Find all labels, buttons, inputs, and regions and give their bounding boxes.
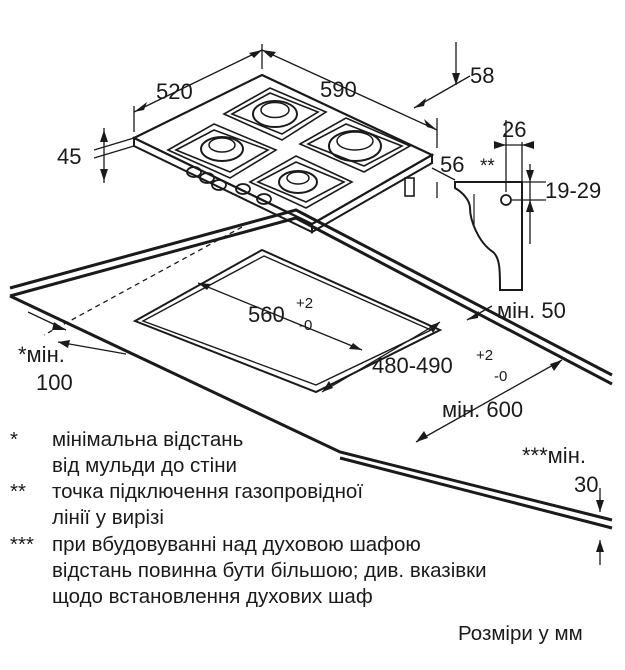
burner-front-right <box>278 170 318 194</box>
dim-45: 45 <box>57 144 81 169</box>
dim-480-490-tol-minus: -0 <box>494 368 507 385</box>
note-1-line-1: мінімальна відстань <box>52 428 243 451</box>
gas-hob <box>131 73 435 234</box>
note-3-line-1: при вбудовуванні над духовою шафою <box>52 533 421 556</box>
dim-left-min-label: *мін. <box>18 342 65 367</box>
cutout-opening <box>132 248 443 394</box>
pan-supports <box>166 87 412 209</box>
dim-min-50: мін. 50 <box>497 298 566 323</box>
dim-19-29: 19-29 <box>545 178 601 203</box>
note-1-mark: * <box>10 428 18 451</box>
dim-560: 560 <box>248 302 285 327</box>
note-2-mark: ** <box>10 480 26 503</box>
note-3-mark: *** <box>10 533 34 556</box>
dim-right-min-value: 30 <box>574 472 598 497</box>
note-2-line-1: точка підключення газопровідної <box>52 480 363 503</box>
burner-back-right <box>328 130 382 162</box>
control-knobs <box>186 166 272 205</box>
units-note: Розміри у мм <box>458 622 583 645</box>
note-3-line-2: відстань повинна бути більшою; див. вказ… <box>52 559 487 582</box>
dim-480-490: 480-490 <box>372 353 453 378</box>
note-1-line-2: від мульди до стіни <box>52 454 237 477</box>
connector-point-icon <box>500 194 512 206</box>
dim-520: 520 <box>156 79 193 104</box>
dim-26: 26 <box>502 117 526 142</box>
dim-right-min-label: ***мін. <box>522 443 586 468</box>
dim-560-tol-plus: +2 <box>296 295 313 312</box>
burner-front-left <box>200 136 244 162</box>
connector-detail <box>454 120 546 291</box>
dim-left-min-value: 100 <box>36 370 73 395</box>
dim-min-600: мін. 600 <box>442 397 523 422</box>
note-3-line-3: щодо встановлення духових шаф <box>52 585 373 608</box>
footnotes: * мінімальна відстань від мульди до стін… <box>10 428 583 645</box>
cutout-dimension-lines <box>27 226 601 565</box>
burner-back-left <box>252 100 298 128</box>
dim-480-490-tol-plus: +2 <box>476 347 493 364</box>
dim-56: 56 <box>440 152 464 177</box>
dim-58: 58 <box>470 63 494 88</box>
dim-590: 590 <box>320 77 357 102</box>
countertop <box>9 208 613 530</box>
connector-mark: ** <box>480 156 495 177</box>
gas-connector <box>404 177 415 197</box>
dimension-labels: 520 590 58 45 56 26 ** 19-29 560 +2 -0 4… <box>18 63 601 497</box>
note-2-line-2: лінії у вирізі <box>52 506 164 529</box>
arrow-heads <box>52 50 604 552</box>
dim-560-tol-minus: -0 <box>299 317 312 334</box>
